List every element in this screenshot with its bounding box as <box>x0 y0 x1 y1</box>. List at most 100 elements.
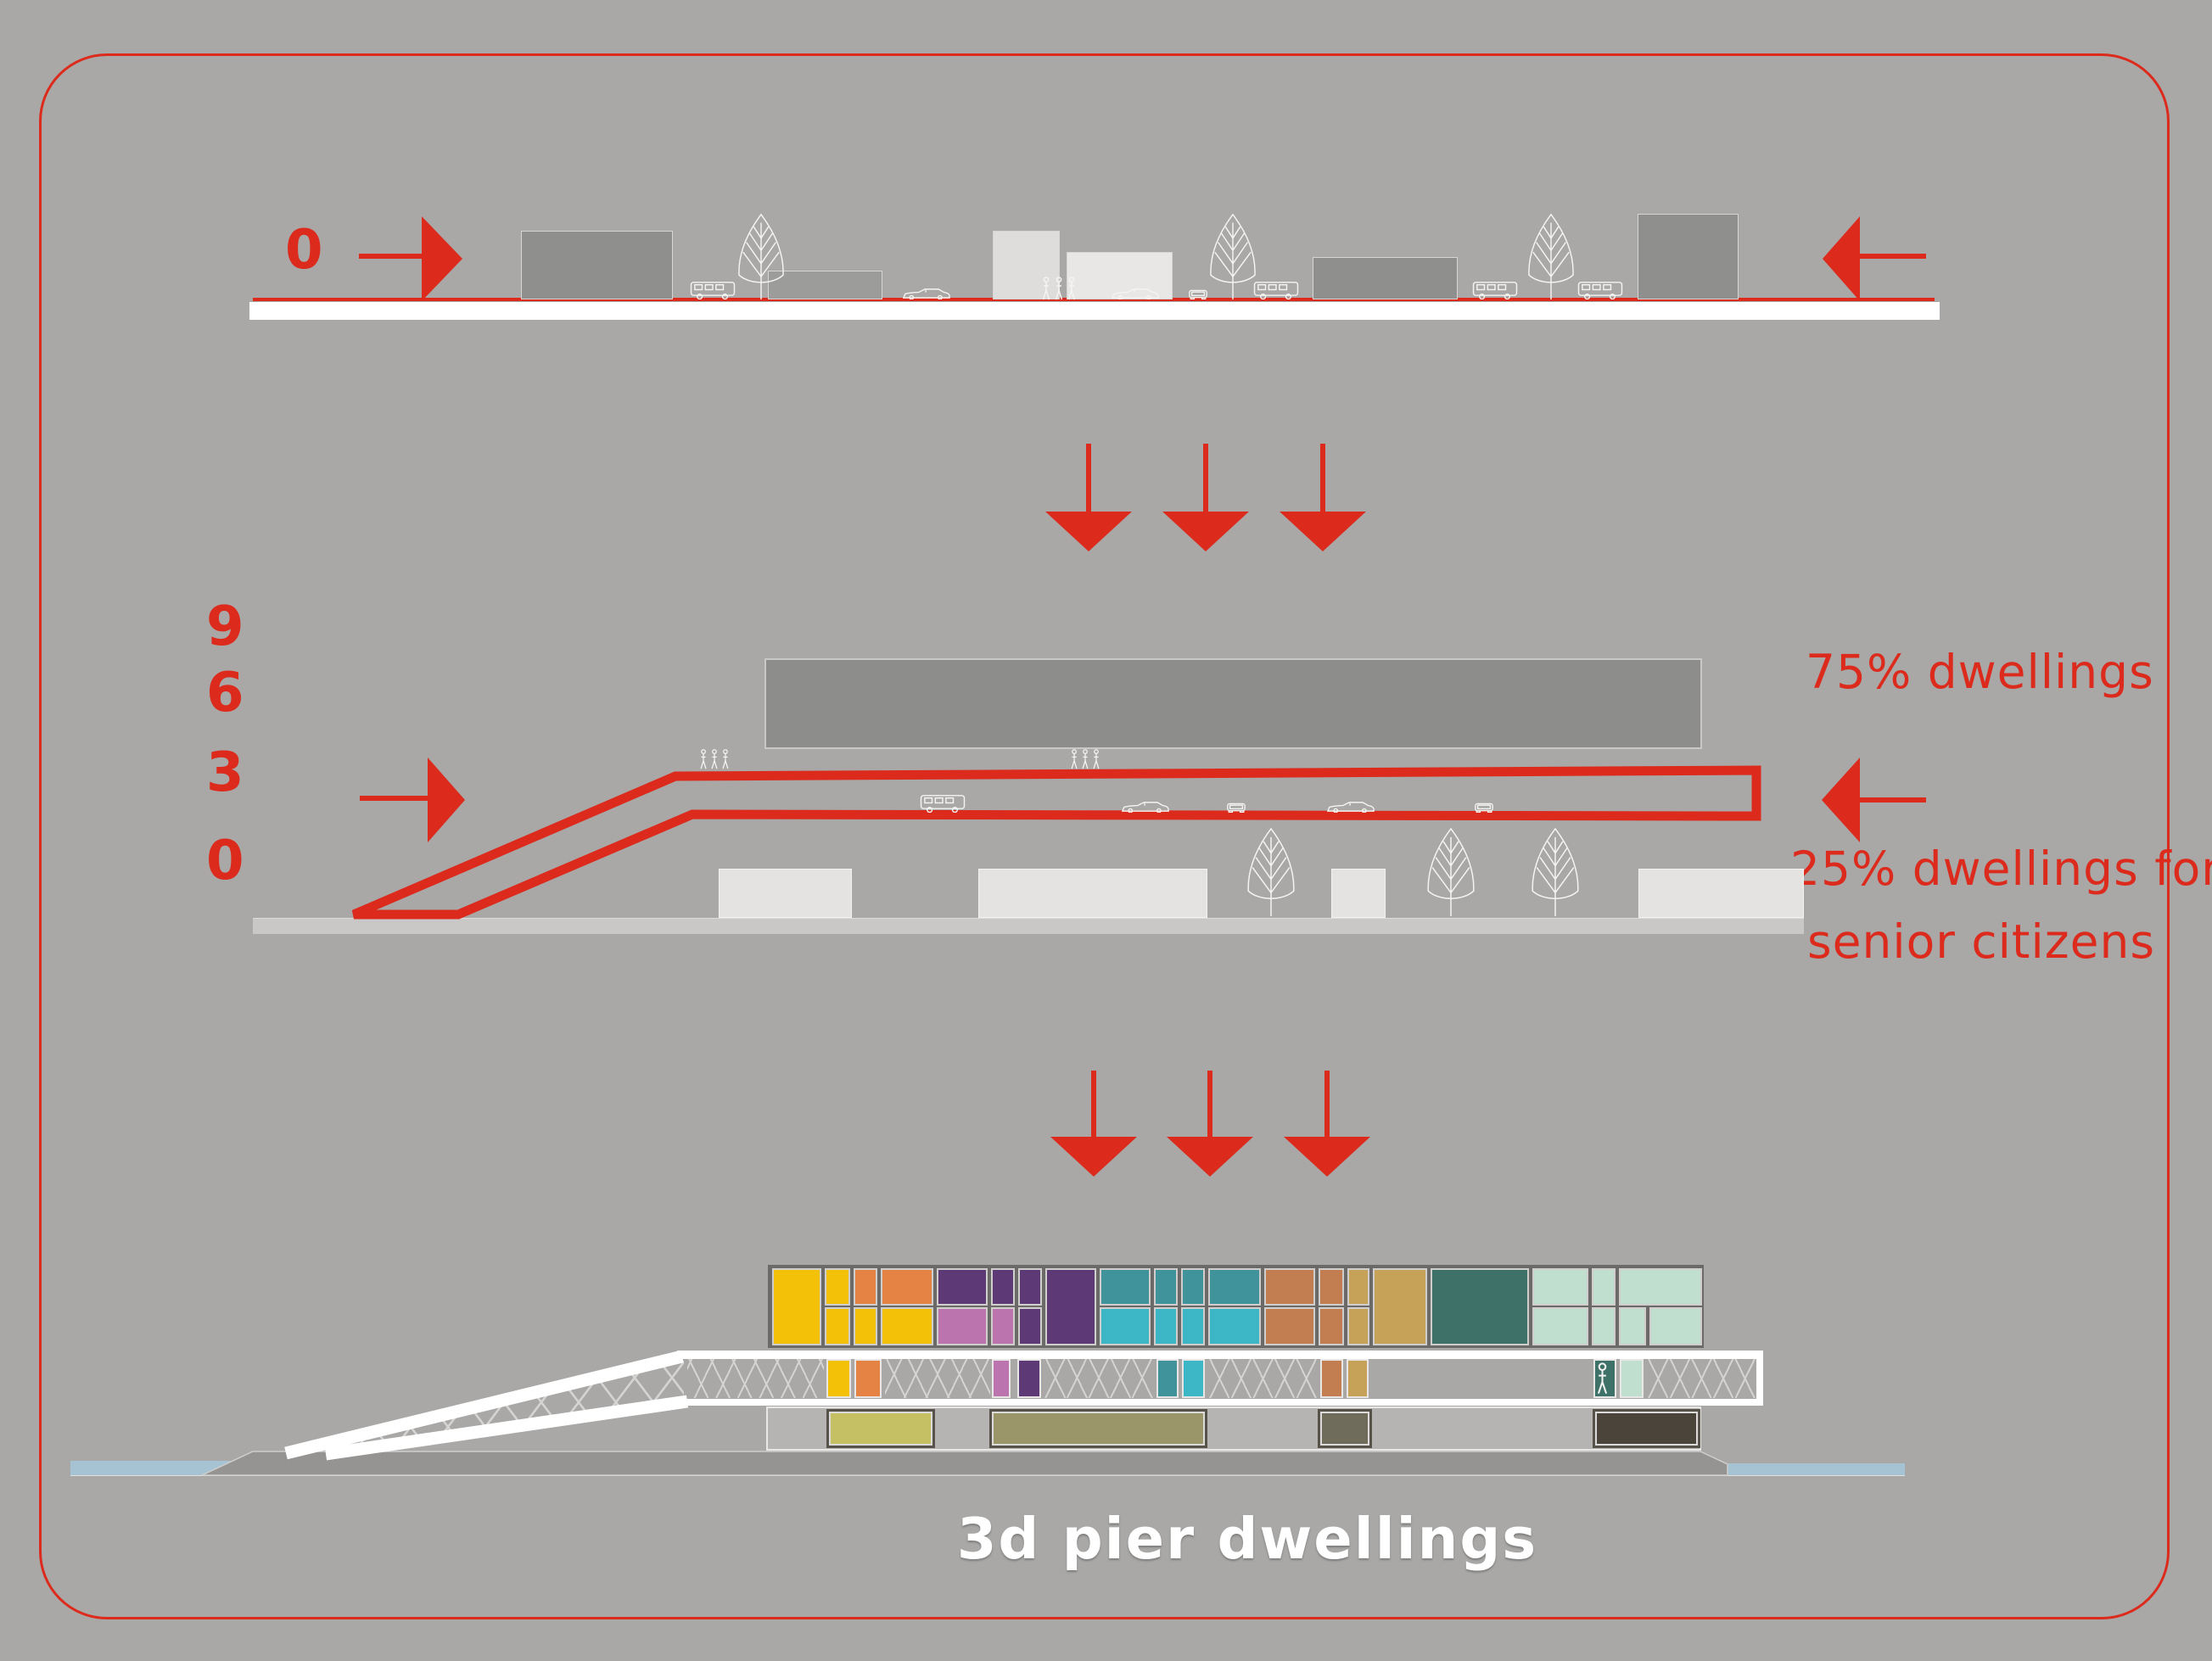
dwelling-cell <box>854 1307 877 1345</box>
pier-outline <box>351 765 1761 920</box>
building <box>521 231 673 299</box>
dwelling-cell <box>1619 1307 1646 1345</box>
ramp-bottom-chord <box>324 1395 689 1461</box>
dwelling-cell <box>1592 1268 1616 1306</box>
deck-segment <box>992 1359 1011 1398</box>
van-icon <box>1472 282 1518 299</box>
poster-title: 3d pier dwellings <box>956 1506 1538 1572</box>
building <box>1313 257 1458 299</box>
dwelling-cell <box>1181 1307 1205 1345</box>
water-right <box>1728 1463 1905 1475</box>
deck-frame-bottom <box>682 1399 1763 1406</box>
dwelling-cell <box>1208 1268 1261 1306</box>
right-arrow-pier <box>360 758 465 842</box>
dwelling-cell <box>825 1307 850 1345</box>
dwelling-cell <box>1264 1307 1315 1345</box>
dwelling-cell <box>825 1268 850 1306</box>
dwellings-75-label: 75% dwellings <box>1806 645 2154 699</box>
deck-segment <box>1372 1359 1590 1398</box>
right-arrow-street <box>359 216 462 301</box>
dwelling-cell <box>772 1268 821 1345</box>
pedestrians-icon <box>700 748 729 770</box>
deck-segment <box>1208 1359 1318 1398</box>
dwelling-cell <box>1619 1268 1702 1306</box>
dwelling-cell <box>1154 1307 1178 1345</box>
dwelling-cell <box>1431 1268 1529 1345</box>
dwelling-cell <box>937 1268 988 1306</box>
front-icon <box>1189 289 1207 299</box>
street-white-band <box>249 302 1940 320</box>
deck-segment <box>1320 1359 1343 1398</box>
deck-segment <box>854 1359 882 1398</box>
pedestrians-icon <box>1071 748 1100 770</box>
dwelling-cell <box>1592 1307 1616 1345</box>
dwelling-cell <box>1100 1307 1151 1345</box>
lower-floor-block <box>1318 1409 1372 1448</box>
sedan-icon <box>1111 288 1160 299</box>
dwelling-cell <box>1347 1268 1369 1306</box>
low-building <box>978 869 1207 918</box>
tree-icon <box>1247 828 1295 917</box>
low-building <box>719 869 852 918</box>
deck-segment <box>885 1359 990 1398</box>
deck-segment <box>1156 1359 1179 1398</box>
dwelling-cell <box>1045 1268 1096 1345</box>
dwelling-cell <box>854 1268 877 1306</box>
sedan-icon <box>1327 802 1375 813</box>
tree-icon <box>738 214 784 300</box>
left-arrow-street <box>1823 216 1926 301</box>
left-arrow-pier <box>1822 758 1926 842</box>
dwelling-cell <box>937 1307 988 1345</box>
deck-segment <box>687 1359 824 1398</box>
van-icon <box>1253 282 1299 299</box>
low-building <box>1638 869 1804 918</box>
level-zero-label: 0 <box>285 219 323 282</box>
level-height-0: 0 <box>206 830 244 892</box>
lower-floor-block <box>1593 1409 1700 1448</box>
deck-segment <box>1182 1359 1205 1398</box>
dwelling-cell <box>1181 1268 1205 1306</box>
deck-frame-top <box>677 1351 1763 1359</box>
van-icon <box>690 282 736 299</box>
street-ground-line <box>253 298 1935 301</box>
resident-figure-icon <box>1597 1362 1608 1395</box>
border-frame <box>39 53 2170 1619</box>
dwelling-cell <box>1649 1307 1702 1345</box>
building <box>768 271 882 299</box>
tree-icon <box>1210 214 1256 300</box>
mid-ground-strip <box>253 918 1804 934</box>
down-arrows-upper <box>1045 444 1366 551</box>
dwelling-cell <box>1264 1268 1315 1306</box>
tree-icon <box>1532 828 1579 917</box>
dwellings-25-label: 25% dwellings for <box>1790 842 2212 896</box>
line-art-layer <box>690 214 1623 1395</box>
level-height-9: 9 <box>206 596 244 658</box>
front-icon <box>1227 803 1246 813</box>
dwelling-cell <box>991 1307 1015 1345</box>
dwelling-cell <box>1532 1268 1588 1306</box>
deck-segment <box>1620 1359 1644 1398</box>
deck-segment <box>1044 1359 1153 1398</box>
pier-platform <box>201 1451 1728 1476</box>
water-left <box>70 1461 253 1475</box>
deck-segment <box>1647 1359 1756 1398</box>
level-height-3: 3 <box>206 741 244 804</box>
dwelling-cell <box>1154 1268 1178 1306</box>
front-icon <box>1475 803 1493 813</box>
dwelling-cell <box>1319 1268 1344 1306</box>
lower-floor-block <box>989 1409 1207 1448</box>
lower-floor-block <box>826 1409 935 1448</box>
deck-segment <box>1017 1359 1041 1398</box>
dwelling-cell <box>1319 1307 1344 1345</box>
deck-segment <box>826 1359 851 1398</box>
senior-citizens-label: senior citizens <box>1807 914 2155 969</box>
dwelling-cell <box>1373 1268 1427 1345</box>
pedestrians-icon <box>1042 277 1076 300</box>
dwelling-cell <box>991 1268 1015 1306</box>
sedan-icon <box>903 288 950 299</box>
deck-segment <box>1347 1359 1369 1398</box>
van-icon <box>920 795 966 813</box>
ramp-top-chord <box>284 1350 684 1460</box>
